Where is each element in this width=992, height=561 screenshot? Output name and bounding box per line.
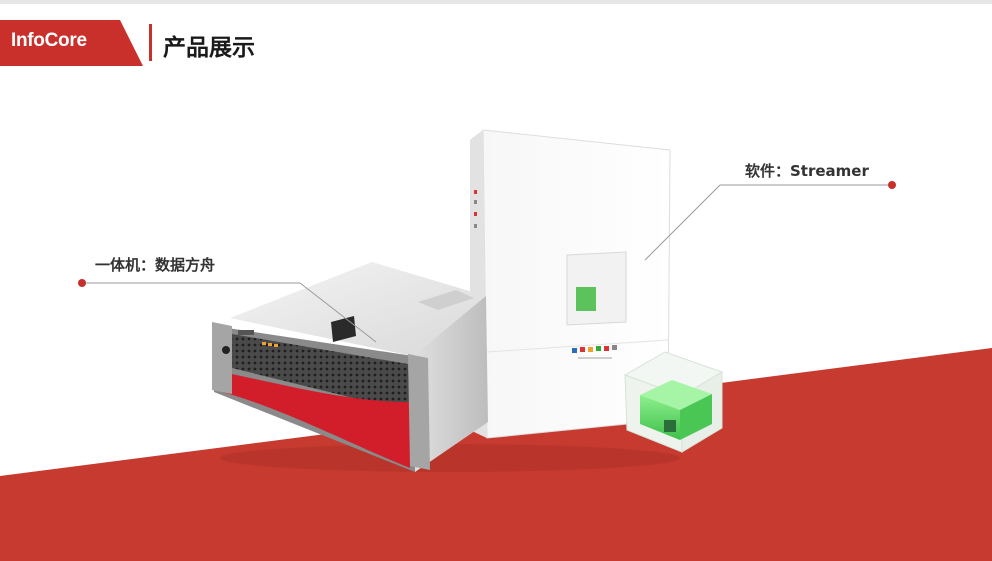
logo-shape (0, 20, 143, 66)
appliance-callout-line (78, 279, 377, 343)
title-divider (149, 24, 152, 61)
software-callout-line (644, 181, 896, 261)
appliance-callout-label: 一体机：数据方舟 (95, 256, 216, 274)
page-title: 产品展示 (163, 35, 255, 61)
top-strip (0, 0, 992, 4)
infocore-logo: InfoCore (11, 30, 87, 51)
glass-cube (623, 351, 724, 453)
logo-banner: InfoCore (0, 0, 150, 66)
server-appliance (212, 262, 488, 472)
software-box (470, 129, 671, 439)
software-callout-label: 软件：Streamer (745, 162, 869, 180)
